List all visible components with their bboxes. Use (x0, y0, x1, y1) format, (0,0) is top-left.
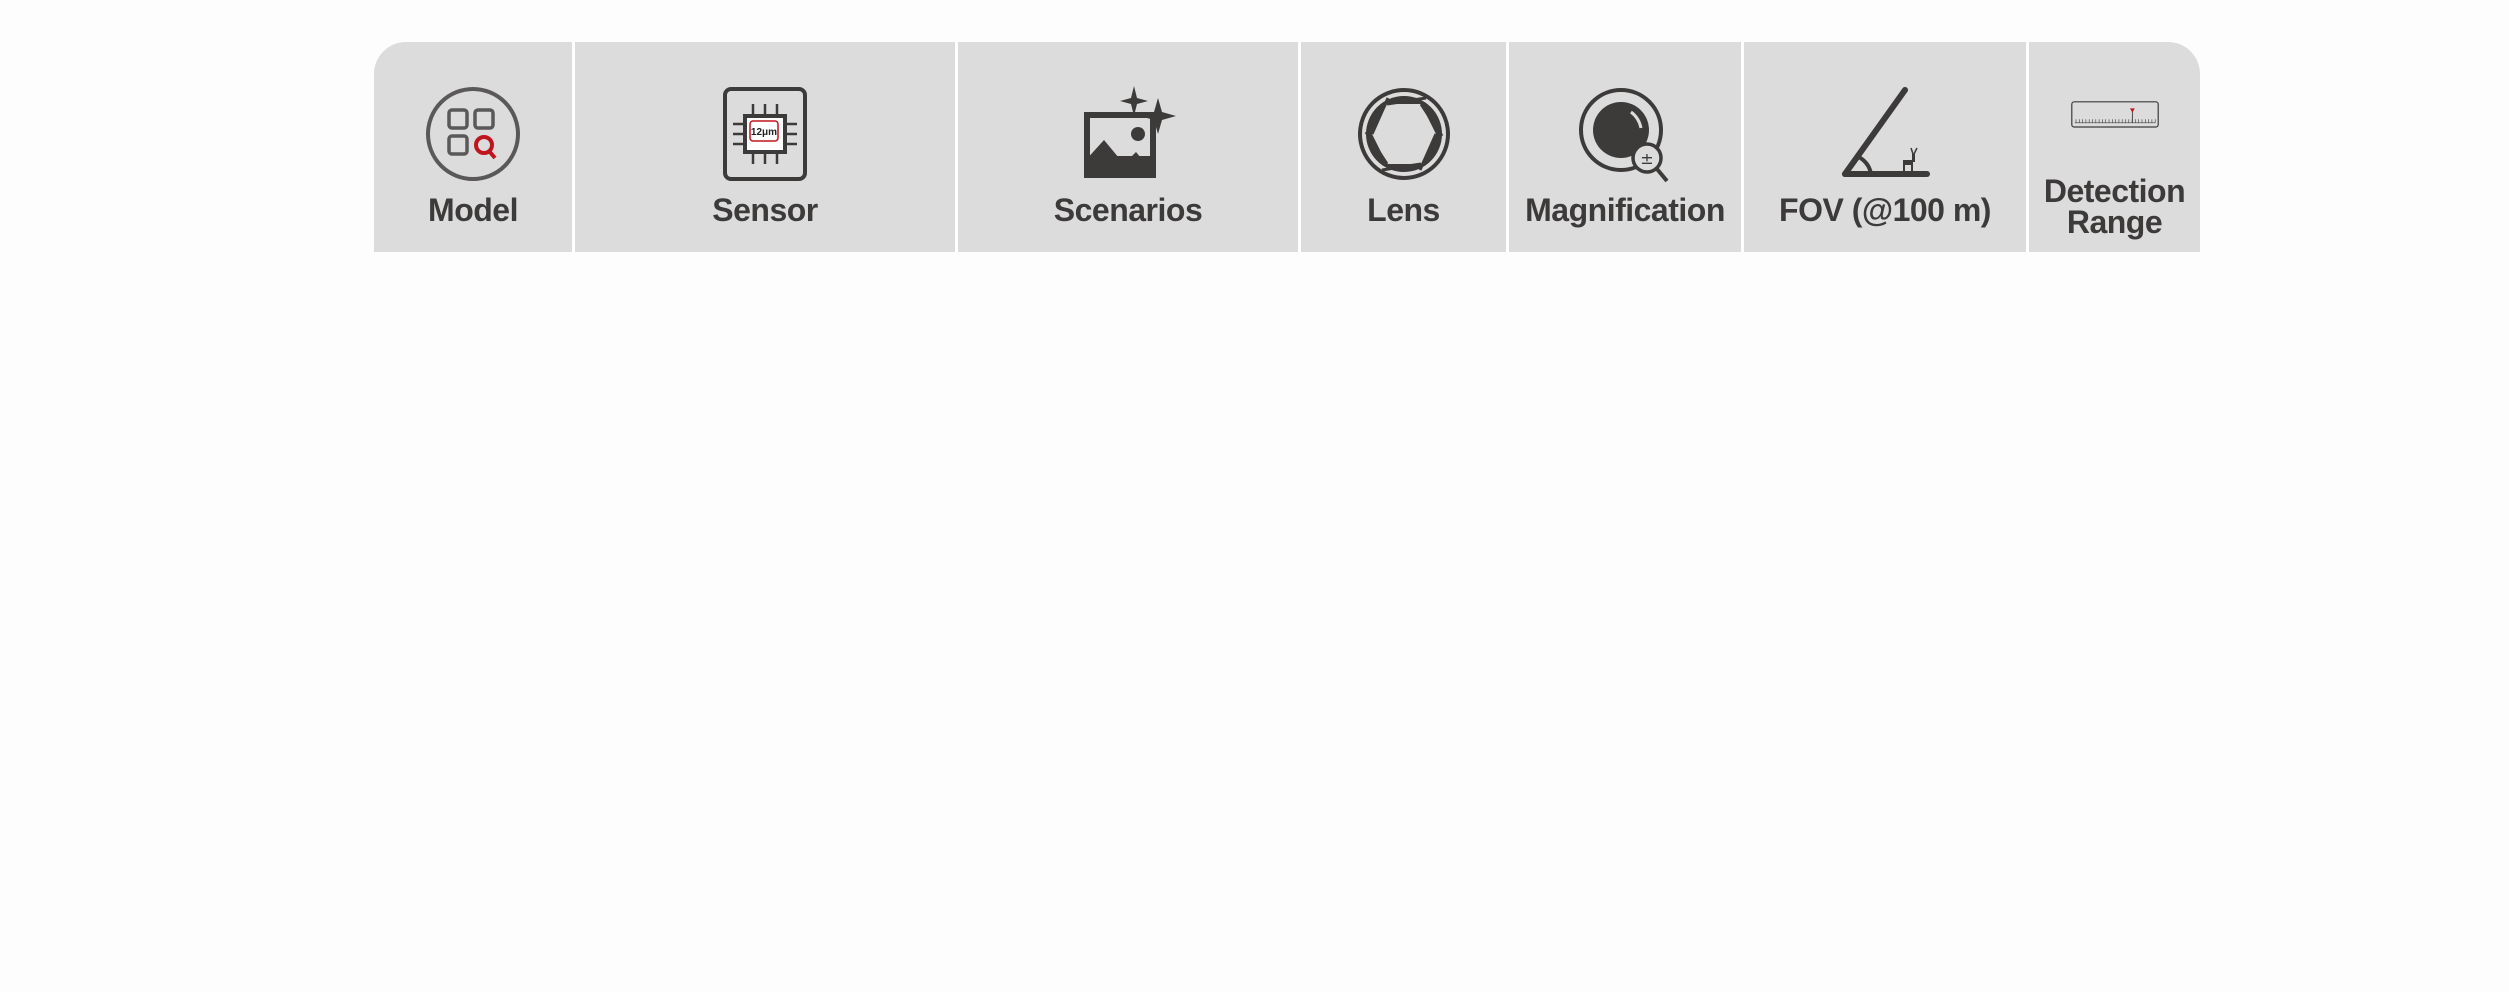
label-line1: Detection (2043, 173, 2186, 209)
scenario-image-icon (1084, 86, 1176, 178)
column-model: Model (374, 42, 575, 252)
label-line2: Range (2066, 204, 2163, 240)
column-label: Model (428, 192, 518, 228)
fov-angle-icon (1842, 87, 1930, 177)
deer-icon (1903, 147, 1918, 172)
magnification-icon: ± (1579, 88, 1669, 183)
detection-range-icon (2070, 101, 2159, 128)
column-label: Scenarios (1053, 192, 1203, 228)
column-sensor: 12μm Sensor (575, 42, 958, 252)
column-fov: FOV (@100 m) (1744, 42, 2029, 252)
column-label: Magnification (1525, 192, 1725, 228)
column-label: Detection Range (2029, 173, 2200, 240)
column-lens: Lens (1301, 42, 1509, 252)
column-detection-range: Detection Range (2029, 42, 2200, 252)
column-label: FOV (@100 m) (1779, 192, 1991, 228)
lens-aperture-icon (1357, 88, 1450, 180)
column-label: Lens (1367, 192, 1440, 228)
model-search-icon (426, 87, 520, 181)
svg-text:±: ± (1640, 149, 1653, 168)
column-magnification: ± Magnification (1509, 42, 1744, 252)
column-scenarios: Scenarios (958, 42, 1301, 252)
column-label: Sensor (712, 192, 818, 228)
spec-header-bar: Model 12μm Sensor Scenarios (374, 42, 2200, 252)
sensor-chip-icon: 12μm (723, 87, 807, 181)
svg-text:12μm: 12μm (751, 127, 777, 138)
